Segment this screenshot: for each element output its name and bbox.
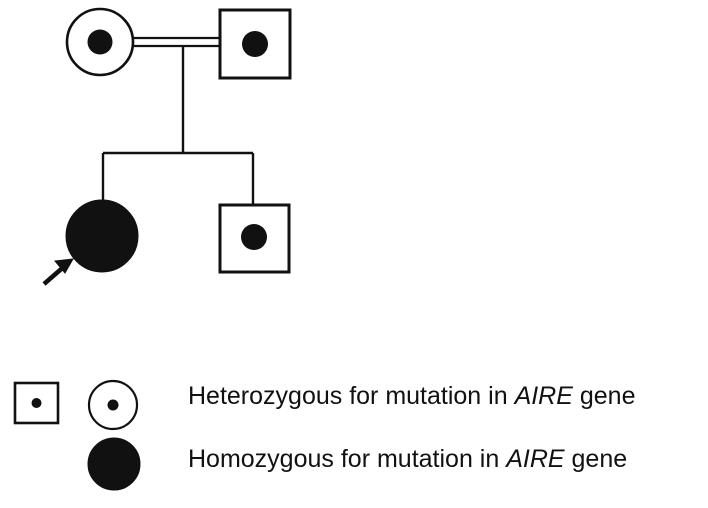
legend-symbol-circle-open-dot [87,379,139,431]
proband-arrow-icon [42,258,74,286]
legend-symbol-square-open-dot [13,381,60,425]
carrier-dot-icon [241,224,267,250]
legend-square-outline [13,381,60,425]
legend-symbol-circle-solid [87,437,141,491]
legend-circle-filled [87,437,141,491]
legend-hetero-suffix: gene [572,382,636,410]
individual-I-2-father[interactable] [218,8,292,80]
legend-homo-suffix: gene [564,445,628,473]
legend-carrier-dot-icon [31,398,42,408]
individual-I-1-mother[interactable] [65,7,135,77]
individual-II-1-proband-daughter[interactable] [65,199,139,273]
consanguineous-union-line [132,36,221,48]
individual-II-2-son[interactable] [218,203,291,274]
legend-label-heterozygous: Heterozygous for mutation in AIRE gene [188,384,635,409]
legend-homo-gene-name: AIRE [506,445,565,473]
carrier-dot-icon [87,29,113,55]
proband-arrow-head [54,258,74,274]
legend-label-homozygous: Homozygous for mutation in AIRE gene [188,447,627,472]
carrier-dot-icon [242,31,268,57]
legend-homo-prefix: Homozygous for mutation in [188,445,507,473]
legend-carrier-dot-icon [107,399,119,411]
circle-symbol-filled [65,199,139,273]
legend-hetero-gene-name: AIRE [514,382,573,410]
legend-hetero-prefix: Heterozygous for mutation in [188,382,515,410]
